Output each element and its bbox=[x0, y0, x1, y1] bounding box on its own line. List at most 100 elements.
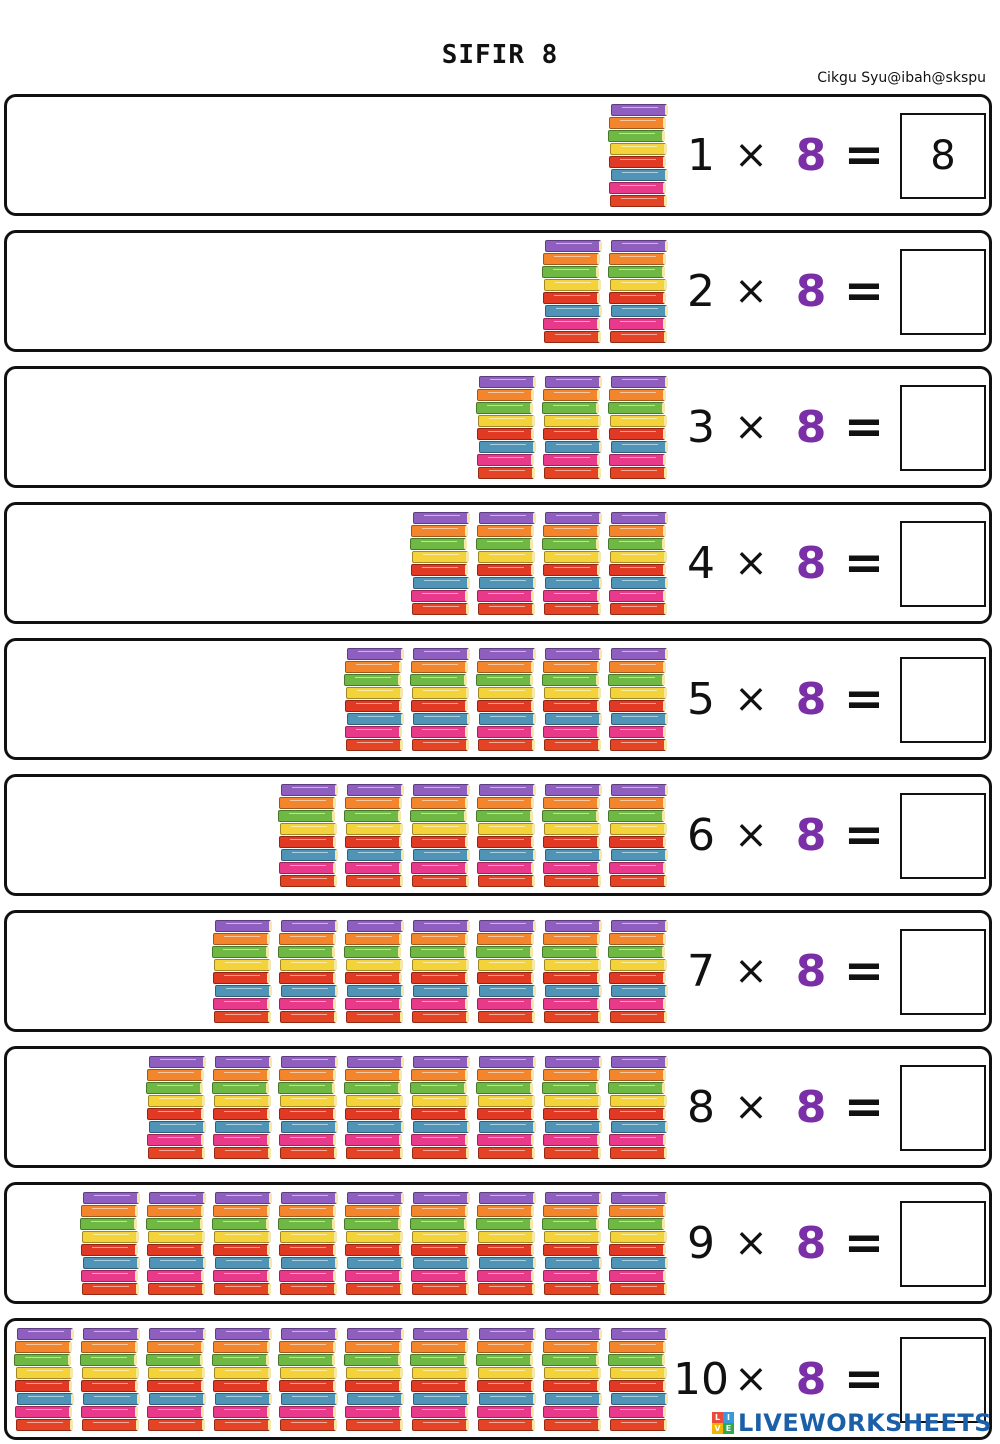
answer-input[interactable] bbox=[900, 1201, 986, 1287]
book-icon bbox=[544, 279, 601, 291]
answer-input[interactable] bbox=[900, 249, 986, 335]
book-icon bbox=[412, 823, 469, 835]
book-icon bbox=[281, 1121, 338, 1133]
book-stack-icon bbox=[409, 512, 470, 618]
book-stack-icon bbox=[607, 1056, 668, 1162]
answer-input[interactable] bbox=[900, 521, 986, 607]
book-stack-icon bbox=[343, 1192, 404, 1298]
book-stacks bbox=[7, 505, 668, 621]
answer-input[interactable] bbox=[900, 113, 986, 199]
book-icon bbox=[147, 1341, 204, 1353]
book-icon bbox=[477, 700, 534, 712]
book-icon bbox=[478, 1283, 535, 1295]
book-icon bbox=[347, 985, 404, 997]
book-icon bbox=[279, 1380, 336, 1392]
book-icon bbox=[609, 661, 666, 673]
answer-input[interactable] bbox=[900, 793, 986, 879]
book-stacks bbox=[7, 777, 668, 893]
book-icon bbox=[279, 1069, 336, 1081]
book-icon bbox=[411, 661, 468, 673]
book-icon bbox=[345, 1341, 402, 1353]
book-icon bbox=[413, 713, 470, 725]
book-icon bbox=[611, 512, 668, 524]
times-symbol: × bbox=[734, 132, 768, 178]
book-icon bbox=[611, 1257, 668, 1269]
book-icon bbox=[346, 687, 403, 699]
times-symbol: × bbox=[734, 1084, 768, 1130]
liveworksheets-logo-icon: L I V E bbox=[712, 1412, 735, 1434]
book-icon bbox=[543, 661, 600, 673]
book-icon bbox=[611, 1056, 668, 1068]
book-icon bbox=[476, 1218, 533, 1230]
answer-input[interactable] bbox=[900, 1337, 986, 1423]
book-icon bbox=[478, 1095, 535, 1107]
book-icon bbox=[479, 512, 536, 524]
book-icon bbox=[610, 1095, 667, 1107]
equals-symbol: = bbox=[843, 535, 885, 591]
book-stack-icon bbox=[409, 1328, 470, 1434]
book-icon bbox=[411, 1205, 468, 1217]
book-icon bbox=[544, 1419, 601, 1431]
book-stacks bbox=[7, 1049, 668, 1165]
book-icon bbox=[411, 836, 468, 848]
book-stack-icon bbox=[607, 512, 668, 618]
book-icon bbox=[609, 156, 666, 168]
book-icon bbox=[280, 875, 337, 887]
book-icon bbox=[347, 1056, 404, 1068]
book-icon bbox=[82, 1367, 139, 1379]
book-icon bbox=[477, 972, 534, 984]
book-icon bbox=[346, 1011, 403, 1023]
book-icon bbox=[609, 389, 666, 401]
book-icon bbox=[543, 933, 600, 945]
book-icon bbox=[347, 1121, 404, 1133]
book-icon bbox=[543, 292, 600, 304]
book-icon bbox=[214, 1095, 271, 1107]
book-icon bbox=[610, 415, 667, 427]
book-stack-icon bbox=[607, 920, 668, 1026]
book-icon bbox=[478, 1147, 535, 1159]
book-icon bbox=[477, 454, 534, 466]
liveworksheets-brand[interactable]: L I V E LIVEWORKSHEETS bbox=[712, 1408, 992, 1438]
book-icon bbox=[609, 1341, 666, 1353]
answer-input[interactable] bbox=[900, 1065, 986, 1151]
book-icon bbox=[346, 959, 403, 971]
book-stack-icon bbox=[409, 784, 470, 890]
book-icon bbox=[410, 538, 467, 550]
book-icon bbox=[413, 1257, 470, 1269]
book-icon bbox=[545, 441, 602, 453]
book-icon bbox=[413, 985, 470, 997]
book-icon bbox=[544, 739, 601, 751]
book-icon bbox=[413, 920, 470, 932]
book-icon bbox=[544, 1283, 601, 1295]
book-icon bbox=[347, 1393, 404, 1405]
book-stack-icon bbox=[343, 1328, 404, 1434]
answer-input[interactable] bbox=[900, 385, 986, 471]
book-icon bbox=[83, 1328, 140, 1340]
book-icon bbox=[479, 849, 536, 861]
logo-letter: E bbox=[723, 1423, 735, 1434]
answer-input[interactable] bbox=[900, 657, 986, 743]
book-icon bbox=[213, 1244, 270, 1256]
book-icon bbox=[545, 985, 602, 997]
book-icon bbox=[609, 1270, 666, 1282]
book-icon bbox=[609, 972, 666, 984]
book-icon bbox=[81, 1380, 138, 1392]
book-icon bbox=[610, 875, 667, 887]
book-icon bbox=[611, 713, 668, 725]
book-icon bbox=[279, 1134, 336, 1146]
book-icon bbox=[148, 1283, 205, 1295]
book-icon bbox=[477, 1380, 534, 1392]
book-icon bbox=[149, 1393, 206, 1405]
book-icon bbox=[610, 1231, 667, 1243]
times-symbol: × bbox=[734, 676, 768, 722]
book-icon bbox=[478, 1367, 535, 1379]
book-icon bbox=[609, 182, 666, 194]
book-icon bbox=[411, 797, 468, 809]
book-icon bbox=[149, 1257, 206, 1269]
book-icon bbox=[608, 674, 665, 686]
book-icon bbox=[611, 1121, 668, 1133]
answer-input[interactable] bbox=[900, 929, 986, 1015]
book-stacks bbox=[7, 233, 668, 349]
book-icon bbox=[411, 1380, 468, 1392]
book-stack-icon bbox=[343, 1056, 404, 1162]
